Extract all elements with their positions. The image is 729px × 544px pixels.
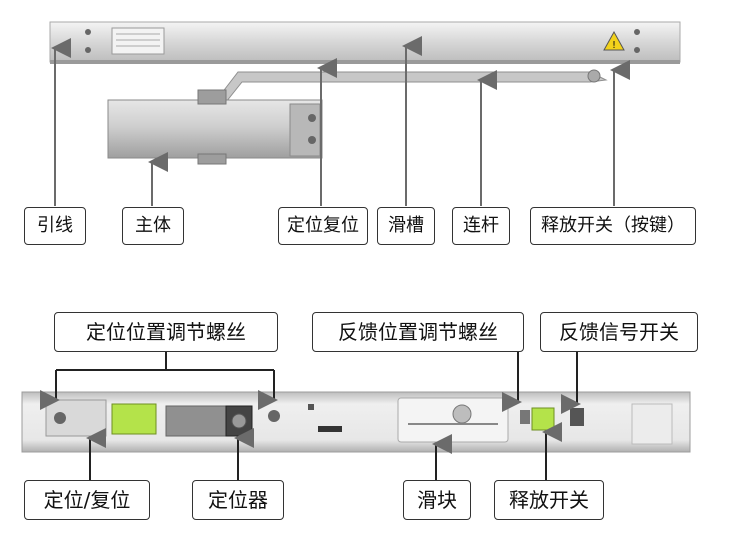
label-slide-groove: 滑槽 [377, 207, 435, 245]
label-positioning-adjust-screw: 定位位置调节螺丝 [54, 312, 278, 352]
svg-text:!: ! [612, 40, 616, 51]
label-feedback-signal-switch: 反馈信号开关 [540, 312, 698, 352]
label-position-reset: 定位/复位 [24, 480, 150, 520]
top-leader-lines [51, 36, 630, 206]
label-slider: 滑块 [403, 480, 471, 520]
bottom-track [21, 391, 691, 453]
label-lead-wire: 引线 [24, 207, 86, 245]
label-release-switch-button: 释放开关（按键） [530, 207, 696, 245]
label-positioning-reset: 定位复位 [278, 207, 368, 245]
slider-block [397, 397, 509, 443]
label-positioner: 定位器 [192, 480, 284, 520]
warning-icon: ! [603, 30, 625, 51]
bottom-leader-lines [40, 348, 581, 480]
label-main-body: 主体 [122, 207, 184, 245]
closer-body [107, 89, 323, 165]
label-release-switch: 释放开关 [494, 480, 604, 520]
connecting-rod [217, 69, 608, 103]
label-feedback-adjust-screw: 反馈位置调节螺丝 [312, 312, 524, 352]
top-rail [49, 21, 681, 64]
label-link-rod: 连杆 [452, 207, 510, 245]
